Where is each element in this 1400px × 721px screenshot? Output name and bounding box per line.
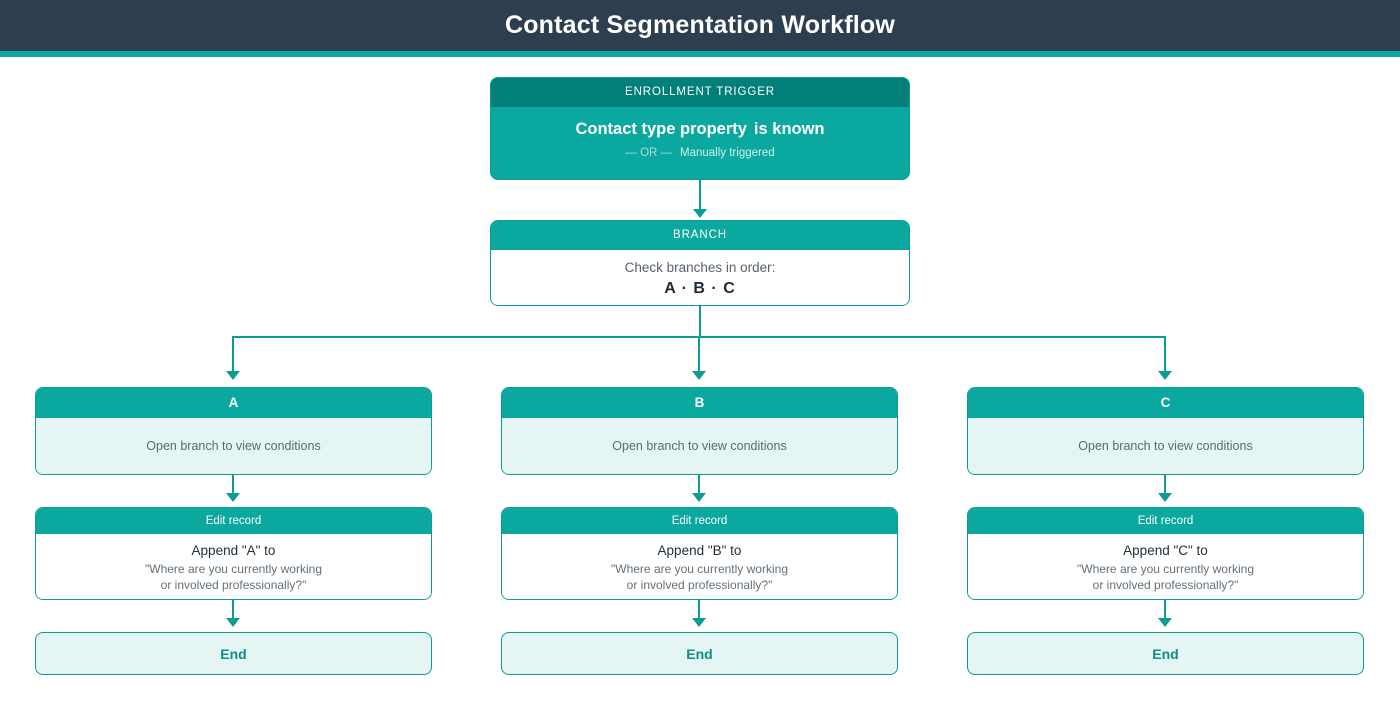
branch-a-hint: Open branch to view conditions [146,439,321,453]
splitter-drop-c [1164,336,1166,373]
branch-node-body: Check branches in order: A · B · C [491,250,909,305]
end-label-b: End [686,645,713,662]
branch-b-header: B [502,388,897,418]
edit-record-b-header: Edit record [502,508,897,534]
edit-record-c-question-line2: or involved professionally?" [1092,578,1239,592]
edit-record-c-question-line1: "Where are you currently working [1077,562,1254,576]
connector-c-branch-to-action [1164,475,1166,495]
enrollment-trigger-card[interactable]: ENROLLMENT TRIGGER Contact type property… [490,77,910,180]
trigger-operator: is known [753,120,825,138]
page-title: Contact Segmentation Workflow [504,11,896,39]
connector-b-action-to-end [698,600,700,620]
connector-c-action-to-end [1164,600,1166,620]
branch-b-hint: Open branch to view conditions [612,439,787,453]
trigger-property: Contact type property [575,120,747,138]
branch-column-a[interactable]: A Open branch to view conditions [35,387,432,475]
edit-record-b-action: Append "B" to [657,543,742,558]
arrow-b-action-to-end [692,618,706,627]
edit-record-card-c[interactable]: Edit record Append "C" to "Where are you… [967,507,1364,600]
splitter-stem [699,306,701,337]
arrow-trigger-to-branch [693,209,707,218]
edit-record-a-header: Edit record [36,508,431,534]
connector-a-action-to-end [232,600,234,620]
app-header: Contact Segmentation Workflow [0,0,1400,51]
edit-record-b-question: "Where are you currently working or invo… [502,561,897,593]
edit-record-card-a[interactable]: Edit record Append "A" to "Where are you… [35,507,432,600]
enrollment-trigger-body: Contact type property is known — OR — Manu… [491,107,909,179]
arrow-c-branch-to-action [1158,493,1172,502]
branch-node-card[interactable]: BRANCH Check branches in order: A · B · … [490,220,910,306]
edit-record-a-question-line1: "Where are you currently working [145,562,322,576]
or-separator: — OR — [625,147,673,159]
edit-record-a-body: Append "A" to "Where are you currently w… [36,534,431,599]
trigger-alt-row: — OR — Manually triggered [491,147,909,159]
edit-record-c-action: Append "C" to [1123,543,1208,558]
end-label-c: End [1152,645,1179,662]
branch-c-body: Open branch to view conditions [968,418,1363,474]
edit-record-c-body: Append "C" to "Where are you currently w… [968,534,1363,599]
branch-c-hint: Open branch to view conditions [1078,439,1253,453]
branch-c-header: C [968,388,1363,418]
splitter-drop-b [698,336,700,373]
edit-record-a-action: Append "A" to [191,543,276,558]
end-label-a: End [220,645,247,662]
branch-column-b[interactable]: B Open branch to view conditions [501,387,898,475]
connector-a-branch-to-action [232,475,234,495]
end-card-a[interactable]: End [35,632,432,675]
accent-stripe [0,51,1400,57]
connector-b-branch-to-action [698,475,700,495]
arrow-to-branch-a [226,371,240,380]
edit-record-a-question-line2: or involved professionally?" [160,578,307,592]
arrow-c-action-to-end [1158,618,1172,627]
edit-record-b-body: Append "B" to "Where are you currently w… [502,534,897,599]
edit-record-b-question-line1: "Where are you currently working [611,562,788,576]
arrow-to-branch-b [692,371,706,380]
arrow-a-branch-to-action [226,493,240,502]
manual-trigger-label: Manually triggered [680,147,775,159]
branch-order-letters: A · B · C [664,280,736,297]
connector-trigger-to-branch [699,180,701,211]
trigger-condition: Contact type property is known [491,120,909,139]
edit-record-c-question: "Where are you currently working or invo… [968,561,1363,593]
branch-column-c[interactable]: C Open branch to view conditions [967,387,1364,475]
branch-b-body: Open branch to view conditions [502,418,897,474]
enrollment-trigger-header: ENROLLMENT TRIGGER [491,78,909,107]
splitter-drop-a [232,336,234,373]
branch-order-caption: Check branches in order: [624,260,776,275]
arrow-b-branch-to-action [692,493,706,502]
end-card-c[interactable]: End [967,632,1364,675]
edit-record-c-header: Edit record [968,508,1363,534]
arrow-a-action-to-end [226,618,240,627]
workflow-canvas: ENROLLMENT TRIGGER Contact type property… [0,57,1400,721]
end-card-b[interactable]: End [501,632,898,675]
edit-record-card-b[interactable]: Edit record Append "B" to "Where are you… [501,507,898,600]
edit-record-b-question-line2: or involved professionally?" [626,578,773,592]
arrow-to-branch-c [1158,371,1172,380]
branch-a-header: A [36,388,431,418]
branch-a-body: Open branch to view conditions [36,418,431,474]
edit-record-a-question: "Where are you currently working or invo… [36,561,431,593]
branch-node-header: BRANCH [491,221,909,250]
